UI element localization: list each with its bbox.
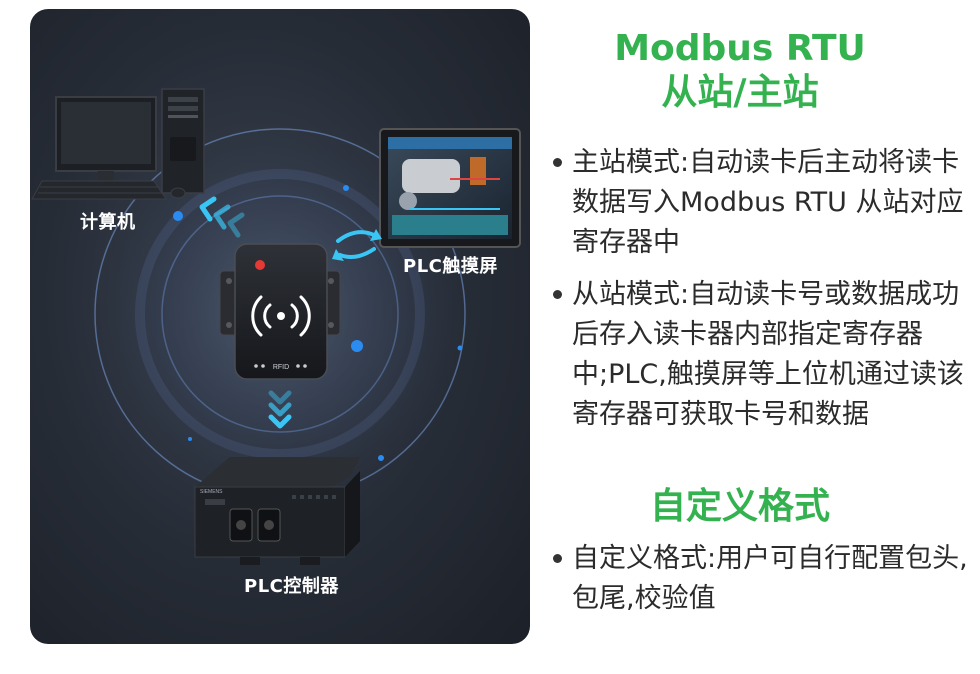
master-mode-item: 主站模式:自动读卡后主动将读卡数据写入Modbus RTU 从站对应寄存器中: [550, 143, 970, 263]
network-diagram: RFID: [31, 88, 521, 565]
plc-controller-icon: SIEMENS: [194, 457, 360, 565]
reader-tag: RFID: [273, 364, 289, 371]
orbit-dot: [188, 437, 192, 441]
rfid-reader-icon: RFID: [219, 243, 341, 380]
hmi-touchscreen-icon: [379, 128, 521, 248]
orbit-dot: [351, 340, 363, 352]
chevron-arrows-to-computer: [199, 196, 245, 238]
slave-mode-text: 从站模式:自动读卡号或数据成功后存入读卡器内部指定寄存器中;PLC,触摸屏等上位…: [572, 279, 964, 430]
illustration-panel: RFID: [30, 9, 530, 644]
master-mode-text: 主站模式:自动读卡后主动将读卡数据写入Modbus RTU 从站对应寄存器中: [572, 147, 964, 258]
exchange-arrows-to-hmi: [332, 229, 382, 261]
inner-ring: [161, 195, 399, 433]
title-line-1: Modbus RTU: [614, 28, 866, 69]
computer-icon: [31, 88, 205, 200]
computer-label: 计算机: [80, 212, 136, 233]
plc-brand: SIEMENS: [200, 489, 223, 495]
custom-mode-text: 自定义格式:用户可自行配置包头,包尾,校验值: [572, 543, 968, 614]
orbit-dot: [378, 455, 384, 461]
bullet-dot-icon: [553, 554, 562, 563]
orbit-dot: [457, 345, 463, 351]
chevron-arrows-to-plc: [268, 390, 292, 429]
hmi-label: PLC触摸屏: [403, 256, 498, 277]
slave-mode-item: 从站模式:自动读卡号或数据成功后存入读卡器内部指定寄存器中;PLC,触摸屏等上位…: [550, 275, 970, 435]
plc-label: PLC控制器: [244, 576, 339, 597]
title-line-2: 从站/主站: [661, 72, 819, 113]
bullet-dot-icon: [553, 290, 562, 299]
custom-mode-item: 自定义格式:用户可自行配置包头,包尾,校验值: [550, 539, 970, 619]
custom-format-title: 自定义格式: [649, 486, 830, 527]
orbit-dot: [343, 185, 349, 191]
orbit-dot: [173, 211, 183, 221]
bullet-dot-icon: [553, 158, 562, 167]
